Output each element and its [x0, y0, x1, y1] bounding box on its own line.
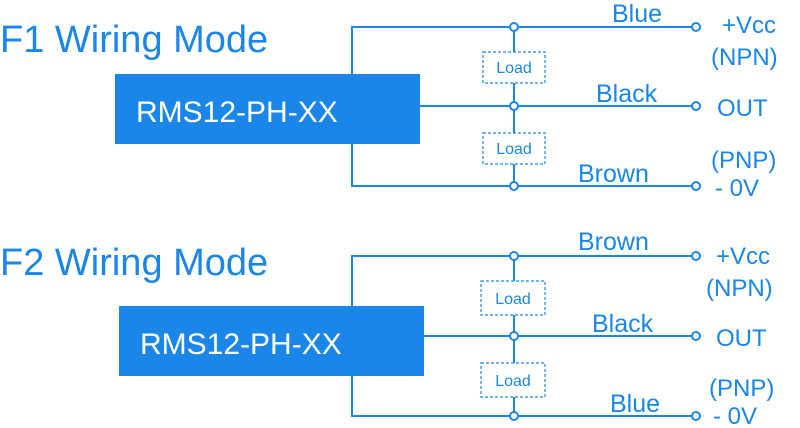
- f2-load-bottom-box: [480, 362, 546, 398]
- f2-node-bottom: [509, 411, 519, 421]
- f2-terminal-bottom: [691, 411, 701, 421]
- f1-terminal-top: [691, 22, 701, 32]
- f2-top-wire: [351, 255, 692, 306]
- f1-node-bottom: [509, 181, 519, 191]
- f1-term-bottom-line1: (PNP): [711, 147, 776, 174]
- f2-term-top-line1: +Vcc: [716, 243, 770, 270]
- f2-model-label: RMS12-PH-XX: [140, 328, 342, 361]
- f2-sensor-box: [119, 306, 424, 376]
- f2-wire-bottom-label: Blue: [610, 390, 660, 418]
- f1-wiring-section: F1 Wiring Mode RMS12-PH-XX Load Load Blu…: [0, 0, 778, 202]
- f1-load-bottom-label: Load: [496, 141, 532, 158]
- f2-term-top-line2: (NPN): [706, 275, 773, 302]
- f1-node-top: [509, 22, 519, 32]
- f1-model-label: RMS12-PH-XX: [136, 96, 338, 129]
- f2-node-middle: [509, 331, 519, 341]
- f1-top-wire: [351, 26, 692, 74]
- f1-sensor-box: [115, 74, 420, 144]
- f1-terminal-middle: [691, 101, 701, 111]
- f2-term-bottom-line2: - 0V: [713, 403, 757, 428]
- f1-term-middle: OUT: [717, 95, 768, 122]
- f2-load-top-box: [480, 280, 546, 316]
- f1-load-bottom-box: [482, 132, 546, 165]
- f1-load-top-box: [482, 51, 546, 84]
- f1-wire-top-label: Blue: [612, 0, 662, 28]
- f1-terminal-bottom: [691, 181, 701, 191]
- f1-wire-middle-label: Black: [596, 80, 658, 108]
- f2-load-top-label: Load: [495, 291, 531, 308]
- f2-term-bottom-line1: (PNP): [709, 375, 774, 402]
- f2-term-middle: OUT: [716, 325, 767, 352]
- f1-wire-bottom-label: Brown: [578, 160, 649, 188]
- f1-load-top-label: Load: [496, 60, 532, 77]
- f1-title: F1 Wiring Mode: [0, 19, 268, 61]
- f2-wire-top-label: Brown: [578, 228, 649, 256]
- f1-node-middle: [509, 101, 519, 111]
- f2-node-top: [509, 251, 519, 261]
- f2-terminal-top: [691, 251, 701, 261]
- f2-wire-middle-label: Black: [592, 310, 654, 338]
- f1-term-top-line2: (NPN): [711, 44, 778, 71]
- f2-wiring-section: F2 Wiring Mode RMS12-PH-XX Load Load Bro…: [0, 228, 774, 428]
- f1-term-top-line1: +Vcc: [722, 12, 776, 39]
- f1-bottom-wire: [351, 144, 692, 187]
- f2-title: F2 Wiring Mode: [0, 242, 268, 284]
- f2-bottom-wire: [351, 376, 692, 417]
- f2-load-bottom-label: Load: [495, 373, 531, 390]
- f1-term-bottom-line2: - 0V: [715, 175, 759, 202]
- f2-terminal-middle: [691, 331, 701, 341]
